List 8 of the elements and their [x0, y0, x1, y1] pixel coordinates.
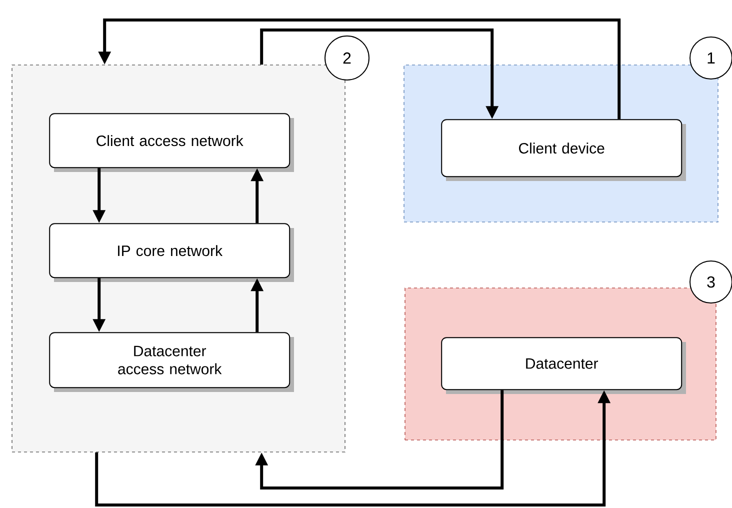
- node-label: 3: [707, 276, 715, 288]
- arrow: [255, 390, 504, 490]
- process-box: Client device: [441, 119, 686, 181]
- process-box: Datacenter access network: [49, 332, 294, 392]
- process-box: Datacenter: [441, 337, 686, 394]
- node-label: 1: [708, 52, 715, 64]
- process-box: IP core network: [49, 223, 294, 282]
- process-box: Client access network: [49, 113, 294, 172]
